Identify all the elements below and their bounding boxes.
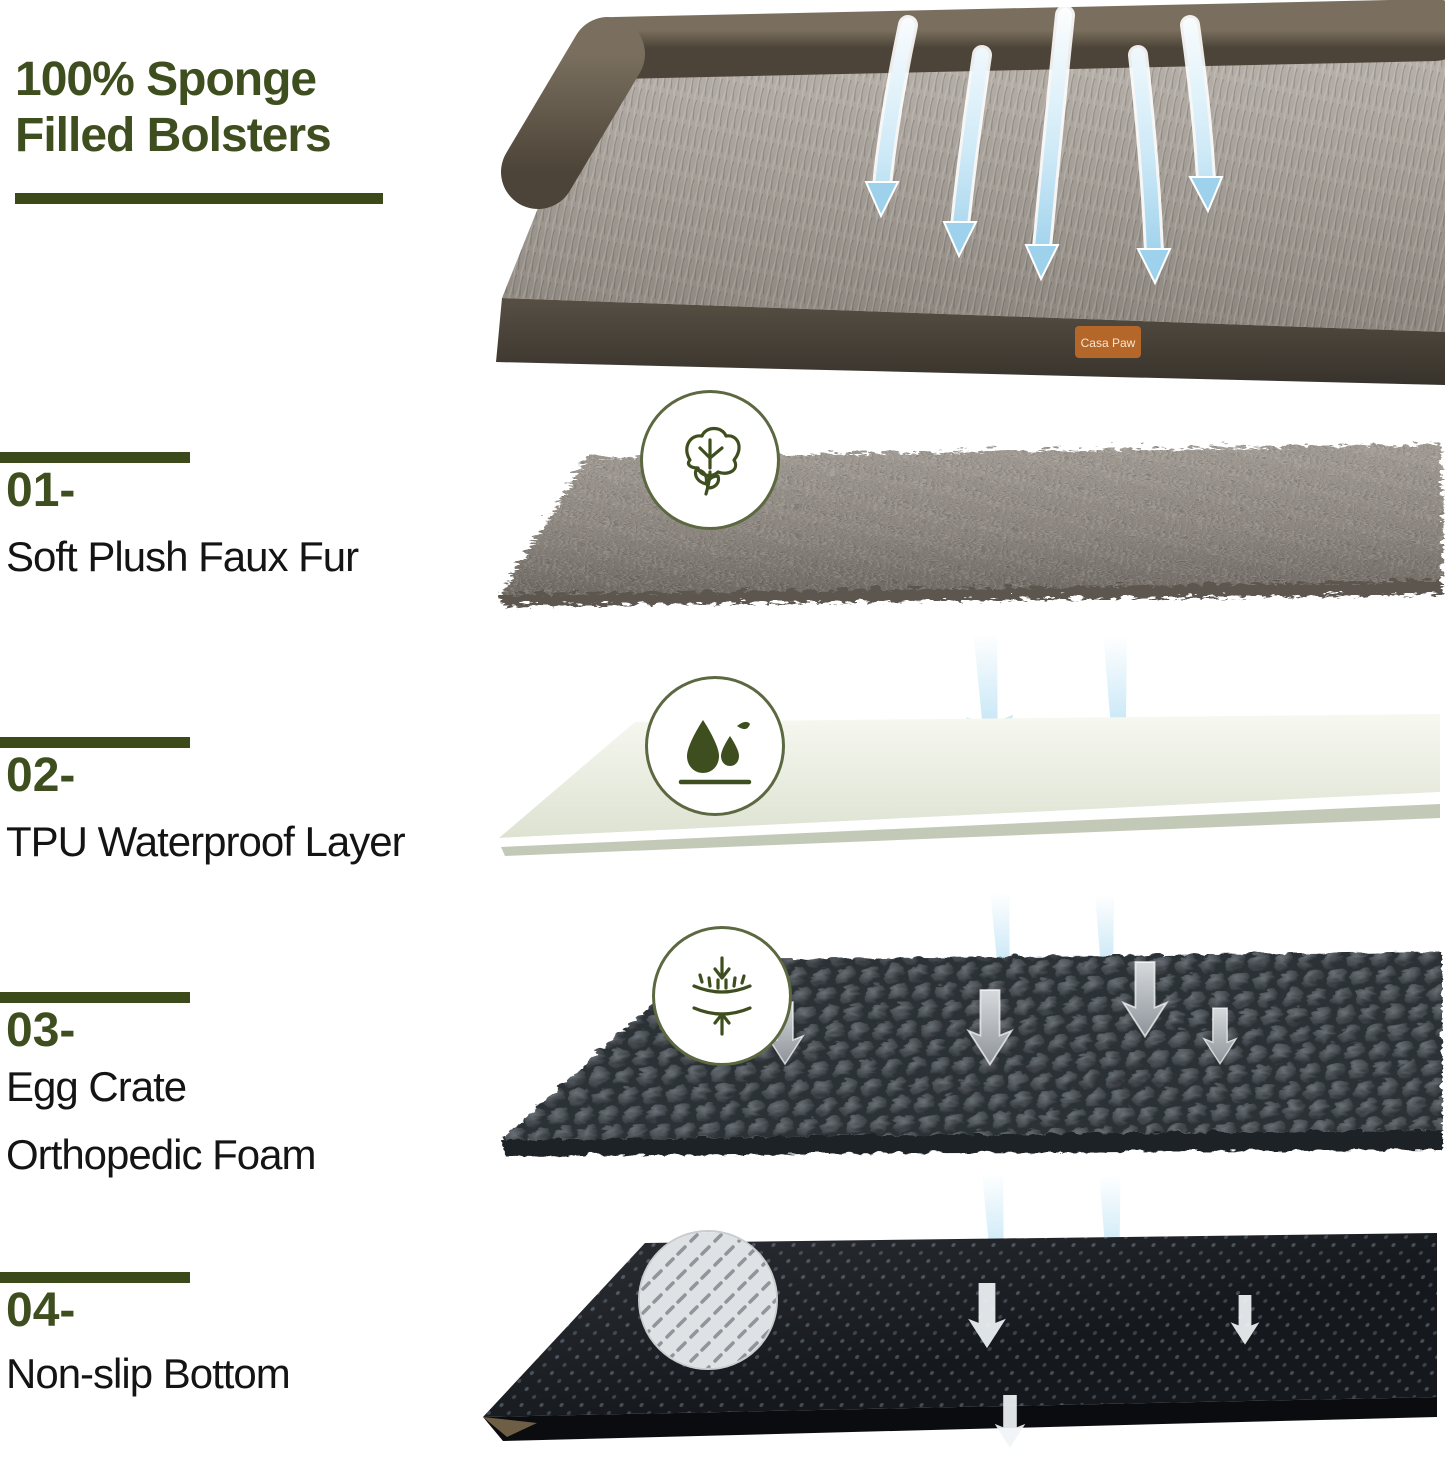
section-04-number: 04-	[6, 1284, 76, 1337]
page-title-line2: Filled Bolsters	[15, 108, 332, 162]
section-01-title: Soft Plush Faux Fur	[6, 533, 359, 580]
cotton-icon-glyph	[685, 426, 741, 496]
bed-front-face	[496, 298, 1445, 385]
airflow-arrows	[864, 5, 1224, 286]
bed-side-bolster	[501, 17, 645, 209]
page-title: 100% Sponge Filled Bolsters	[15, 52, 332, 163]
cotton-icon	[640, 390, 780, 530]
section-02-number: 02-	[6, 749, 76, 802]
section-04-bar	[0, 1272, 190, 1283]
foam-compression-icon-glyph	[692, 956, 752, 1036]
section-01-number: 01-	[6, 464, 76, 517]
foam-front-edge	[499, 1128, 1440, 1154]
diamond-texture-icon-glyph	[640, 1232, 776, 1368]
water-drops-icon-glyph	[678, 720, 752, 785]
section-03-title-line2: Orthopedic Foam	[6, 1131, 316, 1178]
bottom-small-arrows	[968, 1283, 1260, 1448]
section-03-bar	[0, 992, 190, 1003]
title-underline	[15, 193, 383, 204]
bed-back-bolster	[584, 0, 1445, 79]
section-02-bar	[0, 737, 190, 748]
brand-tag-label: Casa Paw	[1081, 336, 1136, 350]
diamond-texture-icon	[638, 1230, 778, 1370]
faux-fur-layer-image	[497, 442, 1440, 604]
section-01-bar	[0, 452, 190, 463]
page-title-line1: 100% Sponge	[15, 53, 317, 106]
section-03-number: 03-	[6, 1004, 76, 1057]
foam-top-surface	[499, 950, 1440, 1138]
section-02-title: TPU Waterproof Layer	[6, 818, 406, 865]
dog-bed-image: Casa Paw	[496, 0, 1445, 385]
water-drops-icon	[645, 676, 785, 816]
non-slip-bottom-image	[483, 1233, 1437, 1448]
tpu-layer-image	[499, 714, 1440, 856]
egg-crate-foam-image	[499, 950, 1440, 1154]
bottom-foam-sliver	[483, 1417, 537, 1437]
foam-press-arrows	[765, 961, 1238, 1067]
bottom-front-edge	[483, 1397, 1437, 1441]
section-04-title: Non-slip Bottom	[6, 1350, 291, 1397]
brand-tag	[1075, 326, 1141, 358]
section-03-title-line1: Egg Crate	[6, 1063, 187, 1110]
foam-compression-icon	[652, 926, 792, 1066]
